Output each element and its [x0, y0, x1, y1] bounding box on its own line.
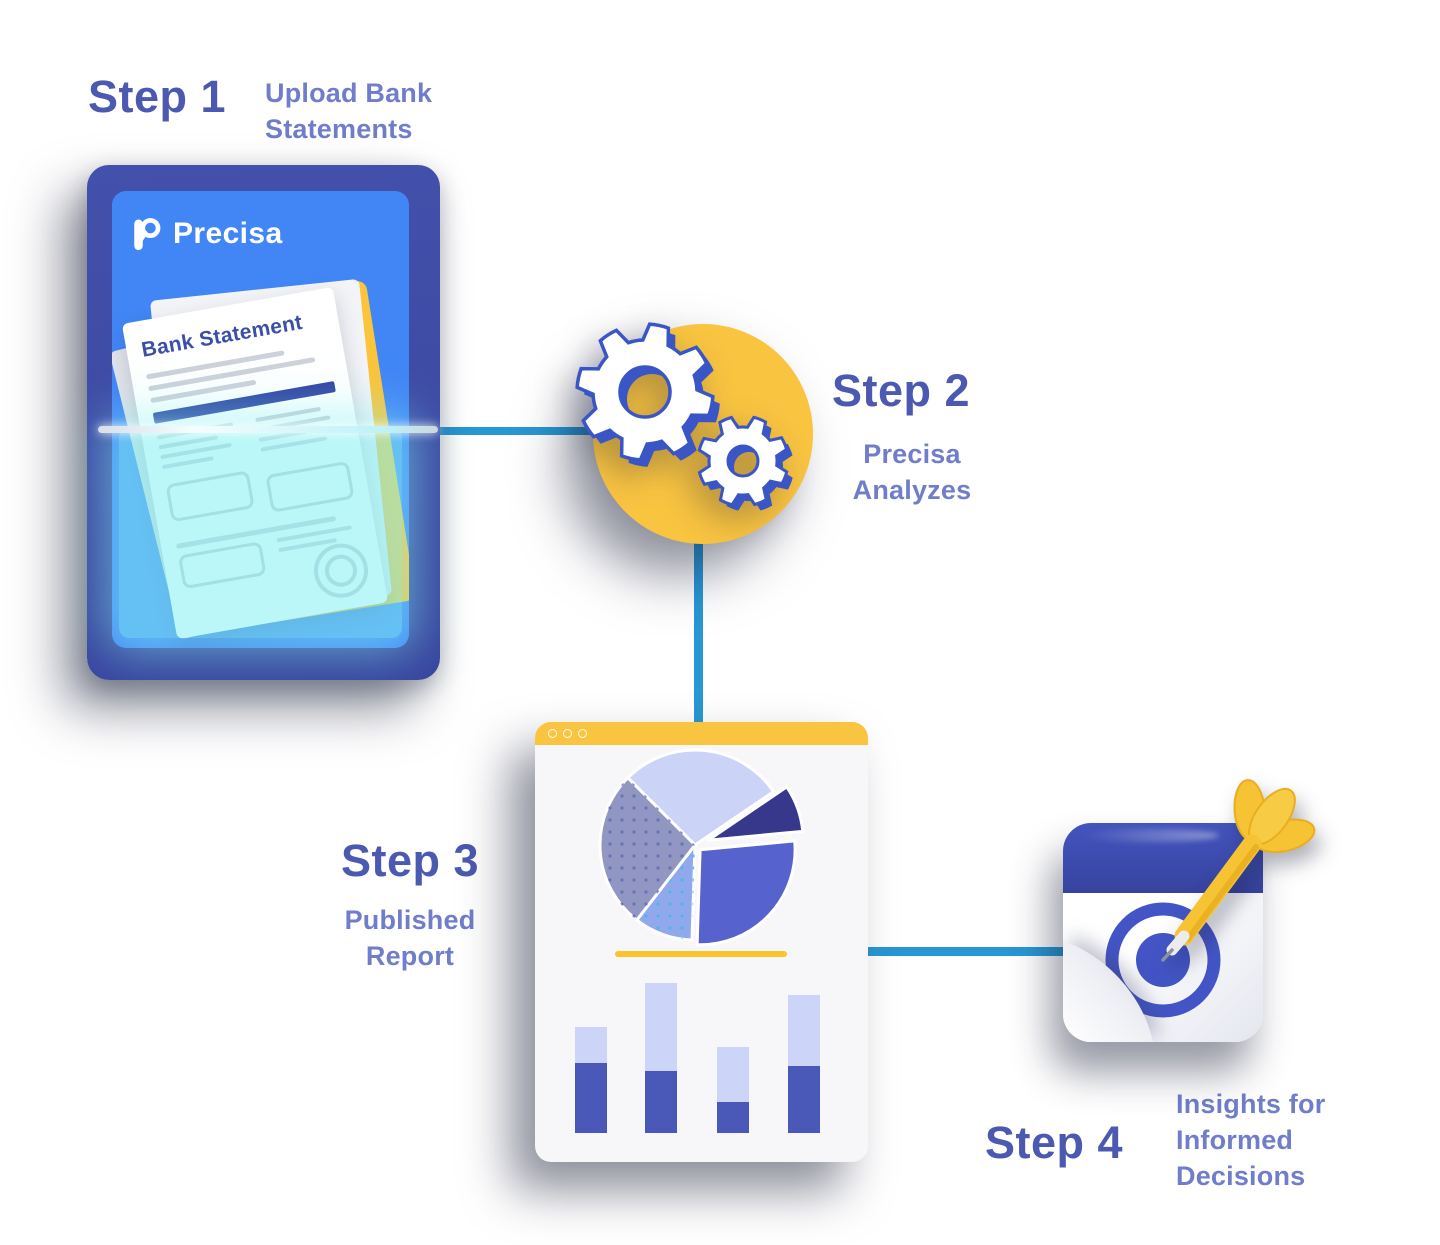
- page-curl: [1063, 941, 1153, 1042]
- window-control-icon: [578, 729, 587, 738]
- bar-column: [788, 995, 820, 1133]
- scan-line: [98, 426, 438, 433]
- bar-segment-dark: [645, 1071, 677, 1133]
- connector-step3-step4: [866, 947, 1066, 956]
- bank-statements-card: Precisa Bank Statement: [87, 165, 440, 680]
- step2-title: Step 2: [832, 365, 971, 416]
- window-control-icon: [548, 729, 557, 738]
- step4-title: Step 4: [985, 1117, 1124, 1168]
- report-window: [535, 722, 868, 1162]
- connector-step1-step2: [440, 427, 596, 435]
- bar-segment-light: [788, 995, 820, 1066]
- pie-slice: [695, 839, 797, 947]
- gears-icon: [575, 322, 793, 511]
- bar-segment-dark: [788, 1066, 820, 1133]
- connector-step2-step3: [694, 542, 703, 728]
- step4-subtitle: Insights for Informed Decisions: [1176, 1089, 1326, 1191]
- yellow-divider: [615, 951, 787, 957]
- bar-segment-light: [575, 1027, 607, 1063]
- logo-text: Precisa: [173, 217, 283, 250]
- bar-segment-dark: [575, 1063, 607, 1133]
- scan-overlay: [119, 428, 402, 638]
- step3-title: Step 3: [340, 835, 480, 886]
- pie-slice: [706, 785, 805, 842]
- pie-slice: [626, 748, 776, 847]
- pie-chart: [598, 748, 805, 947]
- step2-subtitle: Precisa Analyzes: [852, 439, 972, 505]
- step1-title: Step 1: [88, 71, 227, 122]
- dart-icon: [1161, 779, 1316, 962]
- window-titlebar: [535, 722, 868, 745]
- bar-column: [717, 1047, 749, 1133]
- step3-subtitle: Published Report: [344, 905, 476, 971]
- precisa-logo: Precisa: [130, 215, 283, 253]
- bar-segment-light: [645, 983, 677, 1071]
- window-control-icon: [563, 729, 572, 738]
- step1-subtitle: Upload Bank Statements: [265, 78, 433, 144]
- bar-segment-light: [717, 1047, 749, 1102]
- bar-segment-dark: [717, 1102, 749, 1133]
- bar-column: [575, 1027, 607, 1133]
- bar-chart: [535, 962, 868, 1133]
- bar-column: [645, 983, 677, 1133]
- magnifier-p-icon: [134, 218, 161, 251]
